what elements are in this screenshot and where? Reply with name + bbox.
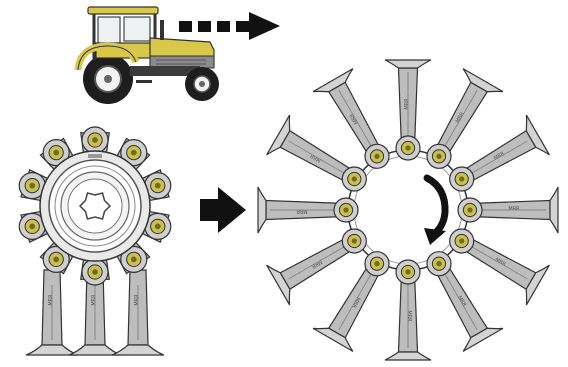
block-arrow-right-icon <box>200 187 246 233</box>
mounting-bolt <box>333 197 359 223</box>
radial-blade: MRR <box>384 59 432 149</box>
mounting-bolt <box>81 258 109 286</box>
radial-blade: MRR <box>469 186 559 234</box>
mounting-bolt <box>395 135 421 161</box>
tractor-icon <box>74 6 219 104</box>
hub-label-plate <box>88 154 102 158</box>
mounting-bolt <box>341 228 367 254</box>
mounting-bolt <box>426 251 452 277</box>
mounting-bolt <box>449 228 475 254</box>
blade-stamp: MRR <box>296 208 308 214</box>
rotor-left-static: MRR MRR MRR <box>18 126 172 356</box>
hanging-blade: MRR <box>25 269 79 356</box>
blade-stamp: MRR <box>508 206 520 212</box>
mounting-bolt <box>120 139 148 167</box>
mounting-bolt <box>341 166 367 192</box>
blade-stamp: MRR <box>404 98 410 110</box>
blade-stamp: MRR <box>494 257 507 268</box>
blade-stamp: MRR <box>309 152 322 163</box>
mounting-bolt <box>364 251 390 277</box>
mounting-bolt <box>457 197 483 223</box>
blade-stamp: MRR <box>456 295 467 308</box>
mounting-bolt <box>144 212 172 240</box>
blade-stamp: MRR <box>455 111 466 124</box>
mounting-bolt <box>395 259 421 285</box>
hanging-blade: MRR <box>68 269 122 356</box>
mounting-bolt <box>426 143 452 169</box>
mounting-bolt <box>364 143 390 169</box>
radial-blade: MRR <box>384 271 432 361</box>
clockwise-rotation-icon <box>423 174 449 245</box>
hanging-blade: MRR <box>111 269 165 356</box>
blade-stamp: MRR <box>91 294 97 306</box>
dashed-arrow-right-icon <box>179 12 280 40</box>
mounting-bolt <box>18 172 46 200</box>
radial-blade: MRR <box>257 186 347 234</box>
blade-stamp: MRR <box>348 112 359 125</box>
blade-stamp: MRR <box>350 296 361 309</box>
blade-stamp: MRR <box>310 258 323 269</box>
blade-stamp: MRR <box>134 294 140 306</box>
rotor-right-spinning: MRR MRR MRR MRR MRR MRR MRR MRR MRR MRR MRR MRR <box>257 59 559 361</box>
mounting-bolt <box>144 172 172 200</box>
mounting-bolt <box>449 166 475 192</box>
blade-stamp: MRR <box>48 294 54 306</box>
blade-stamp: MRR <box>406 310 412 322</box>
mounting-bolt <box>42 139 70 167</box>
mounting-bolt <box>81 126 109 154</box>
mounting-bolt <box>42 245 70 273</box>
radial-blade: MRR <box>312 68 384 161</box>
mounting-bolt <box>120 245 148 273</box>
drive-spline <box>78 192 112 220</box>
blade-stamp: MRR <box>493 150 506 161</box>
